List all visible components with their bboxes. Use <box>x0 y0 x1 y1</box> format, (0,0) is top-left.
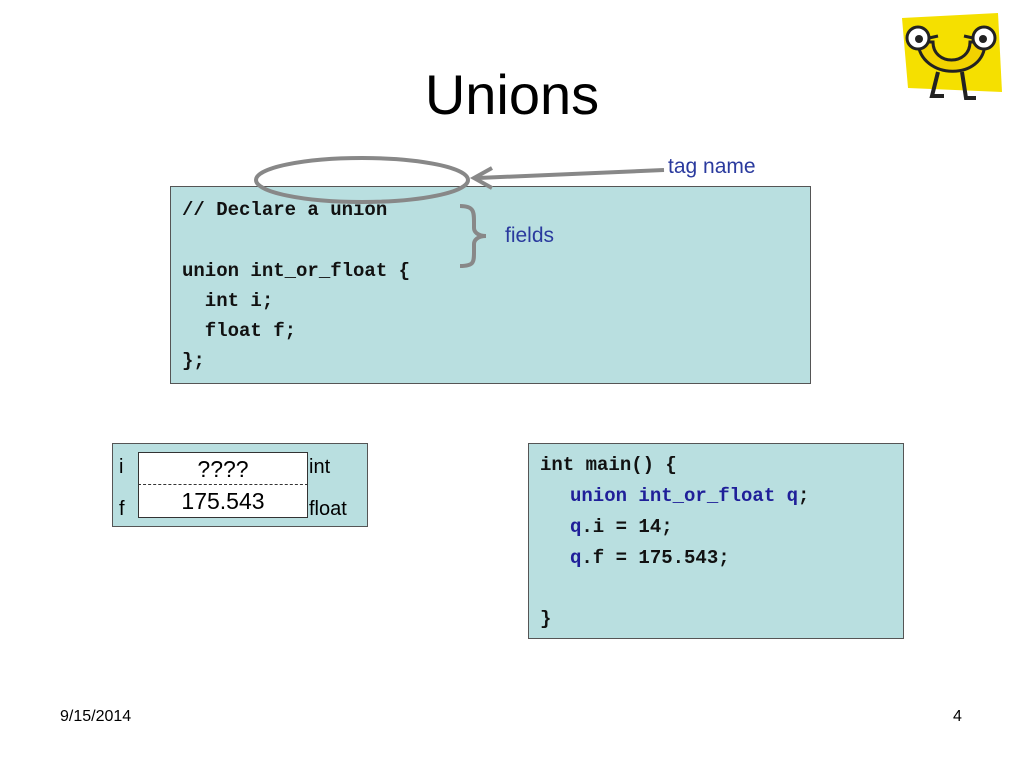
code-line: q.f = 175.543; <box>570 547 730 569</box>
code-line: union int_or_float q; <box>570 485 810 507</box>
code-line: int main() { <box>540 454 677 476</box>
code-line: union int_or_float { <box>182 260 411 282</box>
slide-page-number: 4 <box>953 708 962 725</box>
field-type-label: float <box>309 498 347 520</box>
tag-name-arrow <box>477 168 665 180</box>
field-name-label: i <box>119 456 124 478</box>
variable-q: q <box>570 516 582 538</box>
memory-cell-float: 175.543 <box>138 485 308 518</box>
main-function-code-block: int main() { union int_or_float q; q.i =… <box>528 443 904 639</box>
variable-q: q <box>570 547 582 569</box>
code-line: q.i = 14; <box>570 516 673 538</box>
fields-label: fields <box>505 224 555 247</box>
code-line: // Declare a union <box>182 199 388 221</box>
slide-title: Unions <box>424 63 600 126</box>
memory-cell-int: ???? <box>138 452 308 485</box>
union-declaration-code-block: // Declare a union union int_or_float { … <box>170 186 811 384</box>
slide-date: 9/15/2014 <box>60 708 132 725</box>
code-line: }; <box>182 350 205 372</box>
union-variable-declaration: union int_or_float q <box>570 485 799 507</box>
field-name-label: f <box>119 498 125 520</box>
field-type-label: int <box>309 456 331 478</box>
code-line: float f; <box>182 320 297 342</box>
code-line: } <box>540 608 552 630</box>
code-line: int i; <box>182 290 274 312</box>
tag-name-label: tag name <box>668 155 756 178</box>
union-memory-diagram: i f ???? 175.543 int float <box>112 443 368 527</box>
